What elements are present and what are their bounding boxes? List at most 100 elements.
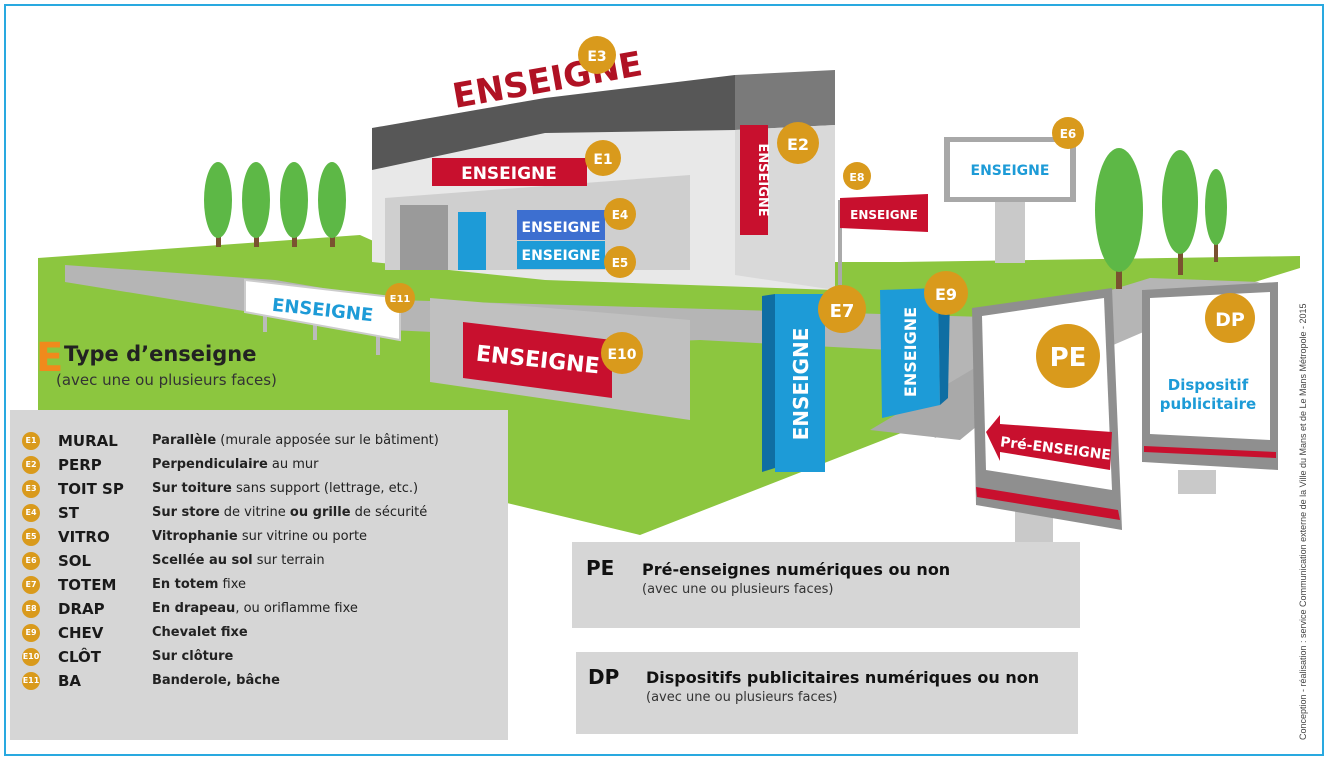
legend-row: E11 BA Banderole, bâche bbox=[22, 670, 502, 692]
dp-panel bbox=[576, 652, 1078, 734]
legend-code: VITRO bbox=[58, 528, 110, 546]
legend-row: E3 TOIT SP Sur toiture sans support (let… bbox=[22, 478, 502, 500]
legend-letter: E bbox=[36, 335, 64, 381]
dp-board-line1: Dispositif bbox=[1168, 376, 1249, 394]
legend-code: BA bbox=[58, 672, 82, 690]
legend-code: SOL bbox=[58, 552, 92, 570]
legend-code: TOIT SP bbox=[58, 480, 124, 498]
border-frame bbox=[4, 4, 1324, 756]
legend-code: DRAP bbox=[58, 600, 105, 618]
legend-code: CHEV bbox=[58, 624, 104, 642]
badge-e4: E4 bbox=[604, 198, 636, 230]
legend-row: E4 ST Sur store de vitrine ou grille de … bbox=[22, 502, 502, 524]
legend-row: E10 CLÔT Sur clôture bbox=[22, 646, 502, 668]
legend-desc: Vitrophanie sur vitrine ou porte bbox=[152, 529, 368, 544]
legend-code: ST bbox=[58, 504, 80, 522]
sign-totem-e7: ENSEIGNE bbox=[789, 328, 813, 441]
legend-code: TOTEM bbox=[58, 576, 117, 594]
pe-box-title: Pré-enseignes numériques ou non bbox=[642, 560, 951, 579]
badge-e8: E8 bbox=[843, 162, 871, 190]
pe-box-subtitle: (avec une ou plusieurs faces) bbox=[642, 582, 834, 597]
legend-badge: E2 bbox=[22, 456, 40, 474]
legend-badge: E7 bbox=[22, 576, 40, 594]
dp-box-title: Dispositifs publicitaires numériques ou … bbox=[646, 668, 1040, 687]
sign-totem-e7-bg bbox=[775, 294, 825, 472]
legend-row: E2 PERP Perpendiculaire au mur bbox=[22, 454, 502, 476]
badge-e9: E9 bbox=[924, 271, 968, 315]
legend-row: E5 VITRO Vitrophanie sur vitrine ou port… bbox=[22, 526, 502, 548]
sign-banner-e11-bg bbox=[244, 278, 401, 342]
svg-text:E3: E3 bbox=[587, 49, 606, 65]
svg-text:E10: E10 bbox=[607, 347, 636, 363]
legend-desc: Perpendiculaire au mur bbox=[152, 457, 319, 472]
badge-pe: PE bbox=[1036, 324, 1100, 388]
legend-desc: En totem fixe bbox=[152, 577, 247, 592]
sign-perp-e2-bg bbox=[740, 125, 768, 235]
badge-e6: E6 bbox=[1052, 117, 1084, 149]
tree-group-left bbox=[204, 162, 346, 247]
badge-e5: E5 bbox=[604, 246, 636, 278]
svg-text:E2: E2 bbox=[787, 135, 809, 154]
legend-badge: E1 bbox=[22, 432, 40, 450]
pe-box-code: PE bbox=[586, 556, 615, 580]
legend-code: PERP bbox=[58, 456, 102, 474]
legend-subtitle: (avec une ou plusieurs faces) bbox=[56, 371, 277, 389]
legend-desc: Scellée au sol sur terrain bbox=[152, 553, 325, 568]
svg-text:E1: E1 bbox=[593, 152, 612, 168]
dp-box-subtitle: (avec une ou plusieurs faces) bbox=[646, 690, 838, 705]
legend-badge: E5 bbox=[22, 528, 40, 546]
svg-text:E6: E6 bbox=[1060, 127, 1077, 141]
legend-row: E9 CHEV Chevalet fixe bbox=[22, 622, 502, 644]
legend-code: MURAL bbox=[58, 432, 118, 450]
legend-desc: Sur clôture bbox=[152, 649, 234, 664]
legend-desc: Sur store de vitrine ou grille de sécuri… bbox=[152, 505, 428, 520]
pe-panel bbox=[572, 542, 1080, 628]
legend-badge: E8 bbox=[22, 600, 40, 618]
sign-wall-e1: ENSEIGNE bbox=[461, 164, 557, 184]
svg-text:E4: E4 bbox=[612, 208, 629, 222]
dp-board-line2: publicitaire bbox=[1160, 395, 1256, 413]
svg-text:E5: E5 bbox=[612, 256, 629, 270]
badge-e11: E11 bbox=[385, 283, 415, 313]
legend-badge: E10 bbox=[22, 648, 40, 666]
sign-ground-e6-bg bbox=[950, 142, 1070, 197]
legend-badge: E6 bbox=[22, 552, 40, 570]
sign-chevalet-e9-bg bbox=[880, 288, 940, 418]
badge-e1: E1 bbox=[585, 140, 621, 176]
badge-e7: E7 bbox=[818, 285, 866, 333]
badge-e10: E10 bbox=[601, 332, 643, 374]
sign-fence-e10-bg bbox=[463, 322, 612, 398]
legend-desc: En drapeau, ou oriflamme fixe bbox=[152, 601, 358, 616]
sign-ground-e6: ENSEIGNE bbox=[971, 163, 1050, 179]
svg-text:E9: E9 bbox=[935, 285, 957, 304]
sign-store-e4: ENSEIGNE bbox=[522, 220, 601, 236]
legend-title: Type d’enseigne bbox=[64, 342, 257, 366]
badge-e3: E3 bbox=[578, 36, 616, 74]
badge-dp: DP bbox=[1205, 293, 1255, 343]
svg-text:E8: E8 bbox=[849, 171, 864, 184]
legend-panel bbox=[10, 410, 508, 740]
legend-row: E8 DRAP En drapeau, ou oriflamme fixe bbox=[22, 598, 502, 620]
sign-wall-e1-bg bbox=[432, 158, 587, 186]
sign-store-e4-bg bbox=[517, 210, 605, 240]
sign-ground-e6-post bbox=[995, 198, 1025, 263]
dp-box-code: DP bbox=[588, 665, 620, 689]
sign-flag-e8: ENSEIGNE bbox=[850, 208, 918, 222]
svg-text:PE: PE bbox=[1050, 343, 1087, 373]
legend-desc: Parallèle (murale apposée sur le bâtimen… bbox=[152, 433, 439, 448]
svg-text:E7: E7 bbox=[830, 301, 855, 322]
tree-group-right bbox=[1095, 148, 1227, 289]
svg-text:E11: E11 bbox=[390, 294, 411, 305]
legend-badge: E11 bbox=[22, 672, 40, 690]
legend-badge: E3 bbox=[22, 480, 40, 498]
legend-desc: Banderole, bâche bbox=[152, 673, 280, 688]
legend-badge: E4 bbox=[22, 504, 40, 522]
legend-row: E7 TOTEM En totem fixe bbox=[22, 574, 502, 596]
legend-row: E6 SOL Scellée au sol sur terrain bbox=[22, 550, 502, 572]
svg-text:DP: DP bbox=[1215, 309, 1245, 331]
sign-vitro-e5: ENSEIGNE bbox=[522, 248, 601, 264]
badge-e2: E2 bbox=[777, 122, 819, 164]
sign-chevalet-e9: ENSEIGNE bbox=[901, 307, 920, 397]
legend-desc: Chevalet fixe bbox=[152, 625, 248, 640]
legend-desc: Sur toiture sans support (lettrage, etc.… bbox=[152, 481, 419, 496]
